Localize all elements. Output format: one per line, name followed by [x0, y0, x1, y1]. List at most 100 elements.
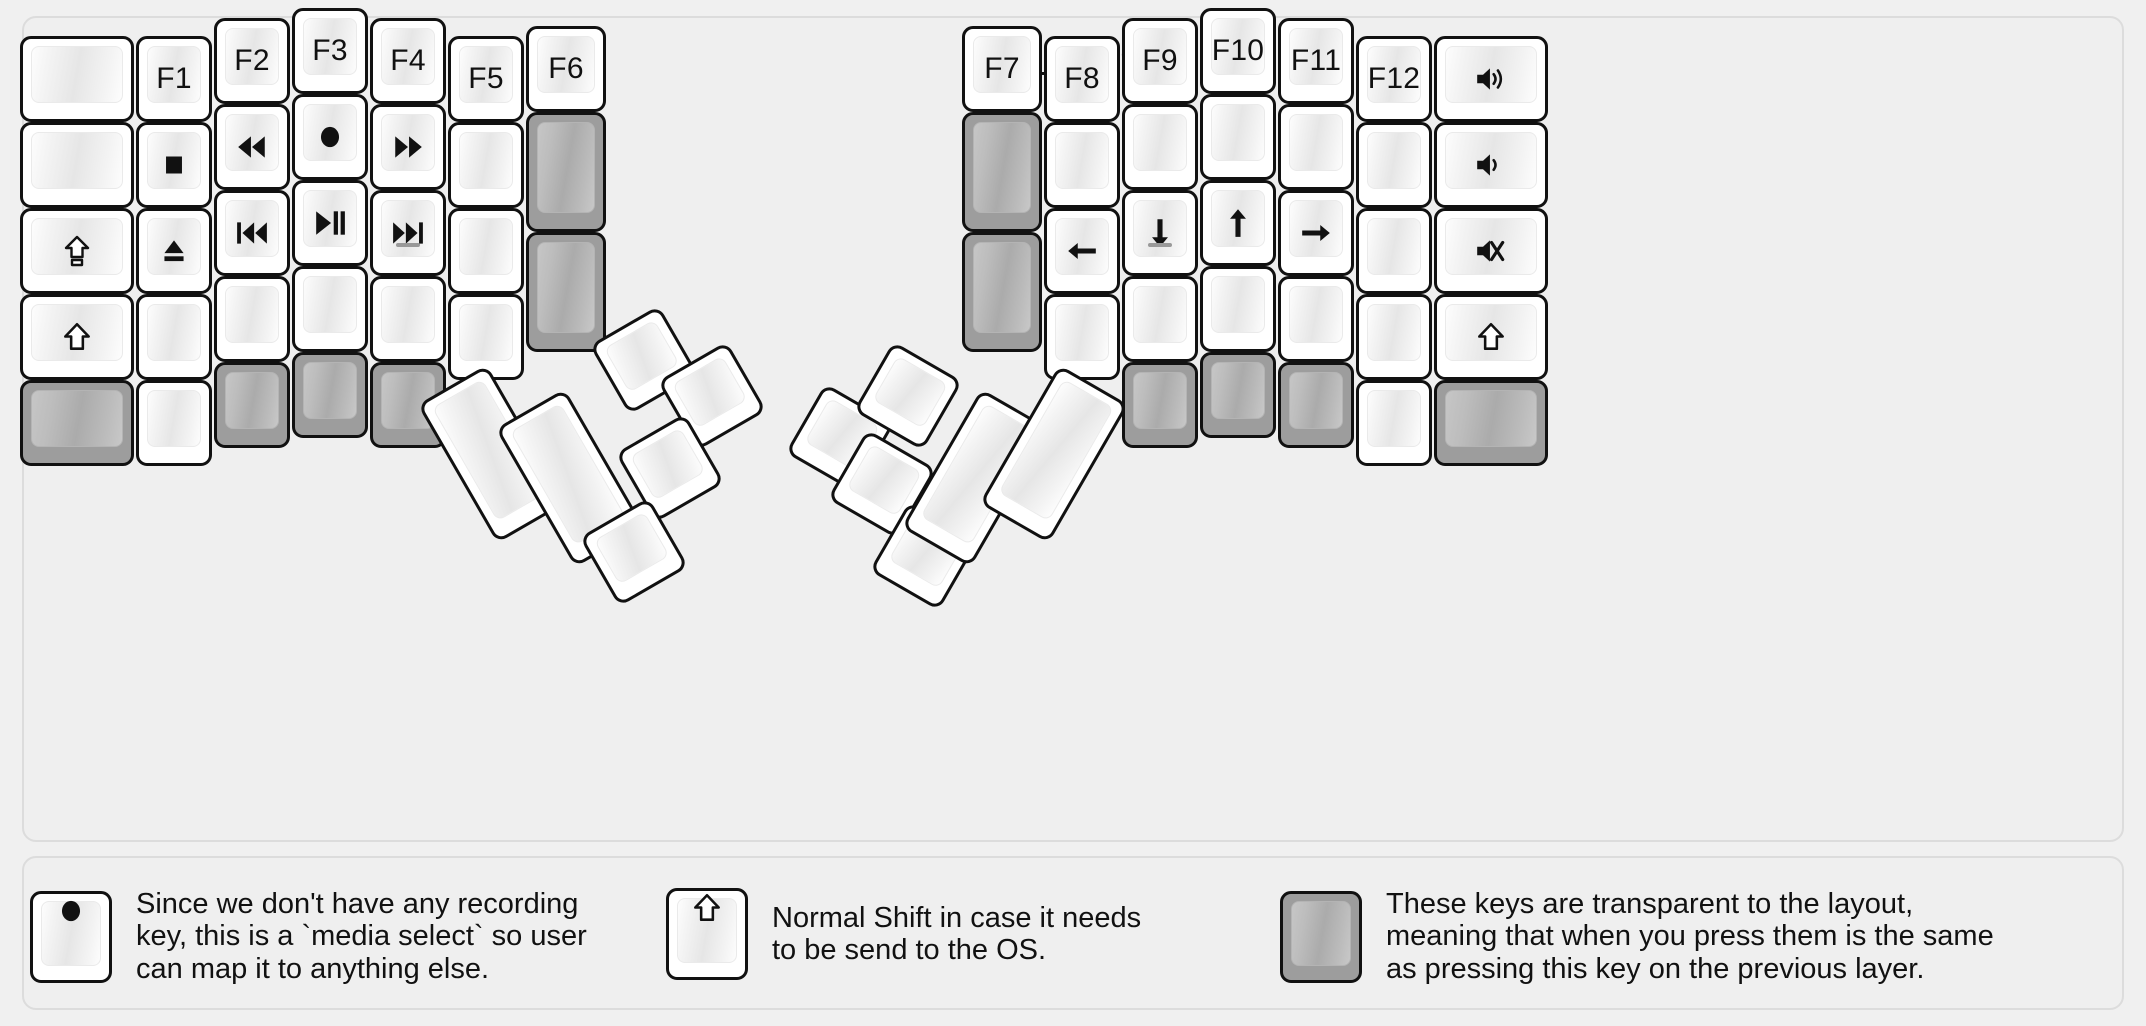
keycap-surface [147, 304, 201, 361]
keycap-surface [1445, 132, 1537, 189]
col-f11-key[interactable] [1278, 276, 1354, 362]
key-legend-text: F4 [390, 44, 426, 77]
key-volume-down[interactable] [1434, 122, 1548, 208]
key-transparent[interactable] [214, 362, 290, 448]
keycap-surface [1055, 218, 1109, 275]
keycap-surface [537, 36, 595, 93]
col-outer-left-key[interactable] [20, 36, 134, 122]
keycap-surface [1211, 362, 1265, 419]
col-f5-key[interactable] [448, 122, 524, 208]
key-f10[interactable]: F10 [1200, 8, 1276, 94]
col-f3-key[interactable] [292, 266, 368, 352]
key-transparent[interactable] [292, 352, 368, 438]
keycap-surface [381, 114, 435, 171]
col-f8-key[interactable] [1044, 122, 1120, 208]
homing-bar [1148, 243, 1172, 247]
keycap-surface [459, 304, 513, 361]
keycap-surface [303, 190, 357, 247]
col-f10-key[interactable] [1200, 94, 1276, 180]
key-media-record[interactable] [292, 94, 368, 180]
col-f12-key[interactable] [1356, 208, 1432, 294]
key-transparent[interactable] [962, 112, 1042, 232]
keycap-surface [973, 122, 1031, 213]
keycap-surface [1445, 218, 1537, 275]
keycap-surface [303, 18, 357, 75]
col-f2-key[interactable] [214, 276, 290, 362]
key-legend-text: F3 [312, 34, 348, 67]
key-volume-mute[interactable] [1434, 208, 1548, 294]
media-stop-icon [157, 148, 191, 182]
legend-normal-shift-description: Normal Shift in case it needs to be send… [772, 901, 1142, 966]
key-transparent[interactable] [1200, 352, 1276, 438]
key-f4[interactable]: F4 [370, 18, 446, 104]
keycap-surface [459, 132, 513, 189]
key-f9[interactable]: F9 [1122, 18, 1198, 104]
key-transparent[interactable] [526, 232, 606, 352]
key-legend-text: F11 [1290, 44, 1342, 77]
key-transparent[interactable] [1122, 362, 1198, 448]
key-shift[interactable] [20, 294, 134, 380]
key-legend-text: F10 [1211, 34, 1265, 67]
key-shift[interactable] [1434, 294, 1548, 380]
keycap-surface [629, 427, 706, 501]
media-next-track-icon [391, 216, 425, 250]
col-f5-key[interactable] [448, 208, 524, 294]
key-f7[interactable]: F7 [962, 26, 1042, 112]
key-f6[interactable]: F6 [526, 26, 606, 112]
key-f5[interactable]: F5 [448, 36, 524, 122]
key-f1[interactable]: F1 [136, 36, 212, 122]
key-transparent[interactable] [1278, 362, 1354, 448]
keycap-surface [1289, 200, 1343, 257]
media-record-icon [33, 894, 109, 928]
key-arrow-down[interactable] [1122, 190, 1198, 276]
col-f10-key[interactable] [1200, 266, 1276, 352]
col-f12-key[interactable] [1356, 122, 1432, 208]
legend-media-select: Since we don't have any recording key, t… [30, 888, 587, 985]
key-media-prev-track[interactable] [214, 190, 290, 276]
keycap-surface [1291, 900, 1351, 966]
key-f11[interactable]: F11 [1278, 18, 1354, 104]
key-volume-up[interactable] [1434, 36, 1548, 122]
keycap-surface [1289, 28, 1343, 85]
key-f2[interactable]: F2 [214, 18, 290, 104]
key-caps-lock[interactable] [20, 208, 134, 294]
col-f9-key[interactable] [1122, 104, 1198, 190]
keycap-surface [31, 390, 123, 447]
key-media-eject[interactable] [136, 208, 212, 294]
key-transparent[interactable] [1434, 380, 1548, 466]
key-media-rewind[interactable] [214, 104, 290, 190]
col-f4-key[interactable] [370, 276, 446, 362]
keycap-surface [1367, 304, 1421, 361]
col-f12-key[interactable] [1356, 380, 1432, 466]
keycap-surface [381, 28, 435, 85]
col-f8-key[interactable] [1044, 294, 1120, 380]
key-media-stop[interactable] [136, 122, 212, 208]
key-transparent[interactable] [526, 112, 606, 232]
col-f12-key[interactable] [1356, 294, 1432, 380]
key-f8[interactable]: F8 [1044, 36, 1120, 122]
key-media-play-pause[interactable] [292, 180, 368, 266]
key-f3[interactable]: F3 [292, 8, 368, 94]
keycap-surface [973, 36, 1031, 93]
key-arrow-up[interactable] [1200, 180, 1276, 266]
key-transparent[interactable] [962, 232, 1042, 352]
keycap-surface [225, 114, 279, 171]
key-arrow-right[interactable] [1278, 190, 1354, 276]
col-outer-left-key[interactable] [20, 122, 134, 208]
keycap-surface [677, 898, 737, 963]
key-f12[interactable]: F12 [1356, 36, 1432, 122]
key-arrow-left[interactable] [1044, 208, 1120, 294]
key-media-fastforward[interactable] [370, 104, 446, 190]
col-f9-key[interactable] [1122, 276, 1198, 362]
media-play-pause-icon [313, 206, 347, 240]
col-f5-key[interactable] [448, 294, 524, 380]
col-f1-key[interactable] [136, 294, 212, 380]
legend-transparent-keys-description: These keys are transparent to the layout… [1386, 888, 1994, 985]
key-legend-text: F6 [548, 52, 584, 85]
col-f1-key[interactable] [136, 380, 212, 466]
shift-icon [1474, 320, 1508, 354]
keycap-surface [1055, 304, 1109, 361]
key-transparent[interactable] [20, 380, 134, 466]
col-f11-key[interactable] [1278, 104, 1354, 190]
key-media-next-track[interactable] [370, 190, 446, 276]
